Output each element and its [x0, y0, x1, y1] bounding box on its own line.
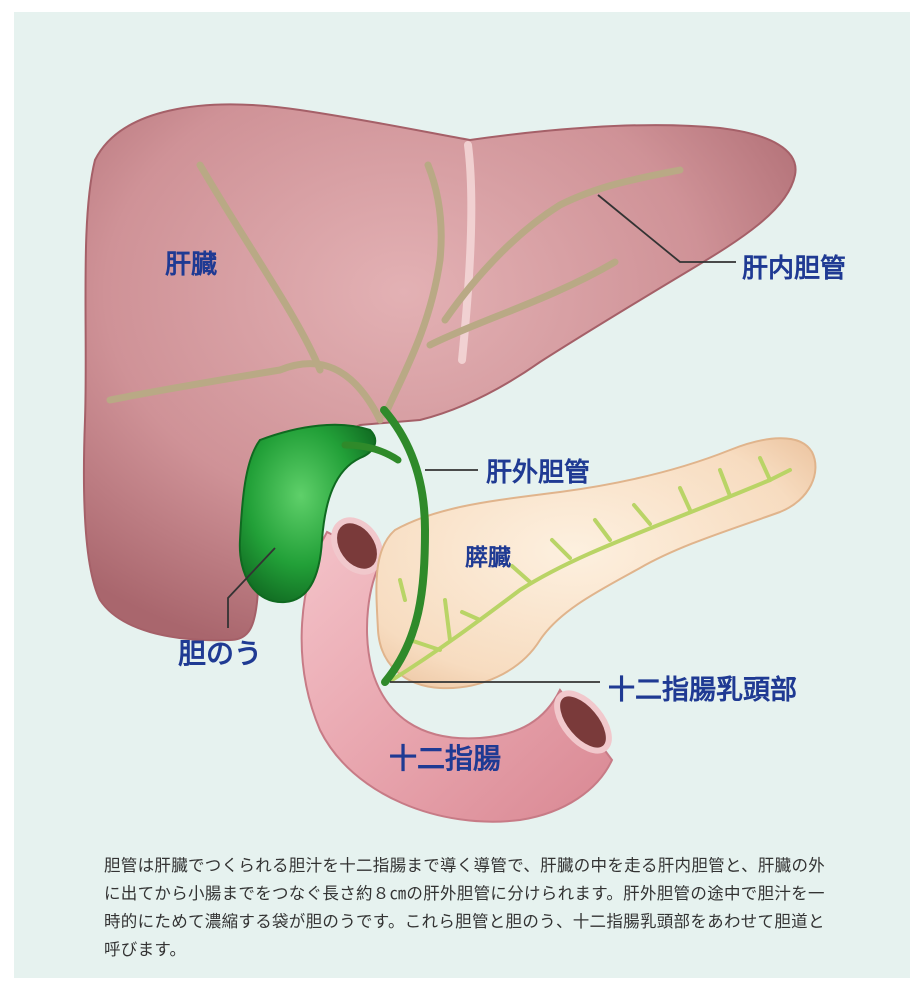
label-extrahepatic-bile-duct: 肝外胆管: [486, 452, 590, 489]
label-duodenal-papilla: 十二指腸乳頭部: [608, 668, 797, 707]
pancreas: [376, 438, 815, 688]
label-intrahepatic-bile-duct: 肝内胆管: [742, 248, 846, 285]
label-duodenum: 十二指腸: [389, 737, 501, 777]
label-pancreas: 膵臓: [465, 538, 511, 572]
caption-text: 胆管は肝臓でつくられる胆汁を十二指腸まで導く導管で、肝臓の中を走る肝内胆管と、肝…: [104, 852, 834, 964]
label-liver: 肝臓: [165, 244, 217, 281]
label-gallbladder: 胆のう: [178, 632, 262, 672]
